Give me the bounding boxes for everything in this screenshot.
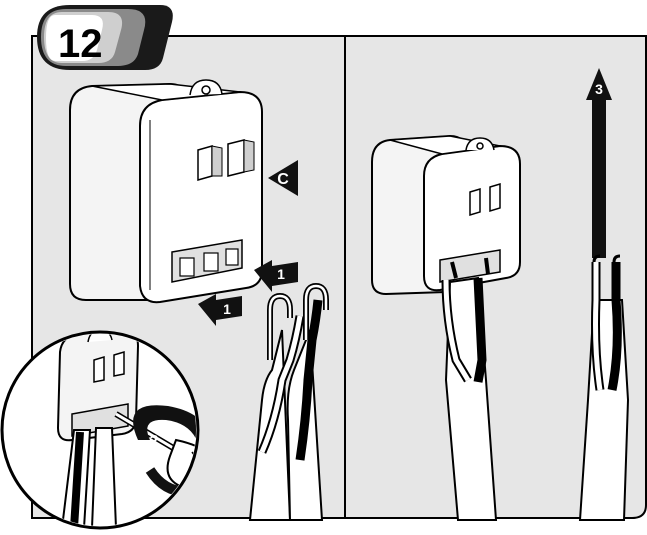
callout-3-label: 3 <box>595 81 603 97</box>
step-number: 12 <box>58 22 103 66</box>
power-adapter-icon <box>70 80 262 302</box>
power-adapter-icon <box>372 136 520 294</box>
callout-2-label: 2 <box>150 433 159 450</box>
callout-1a-label: 1 <box>277 266 285 282</box>
callout-1b-label: 1 <box>223 301 231 317</box>
callout-c-label: C <box>277 171 289 188</box>
step-number-badge: 12 <box>37 5 173 70</box>
